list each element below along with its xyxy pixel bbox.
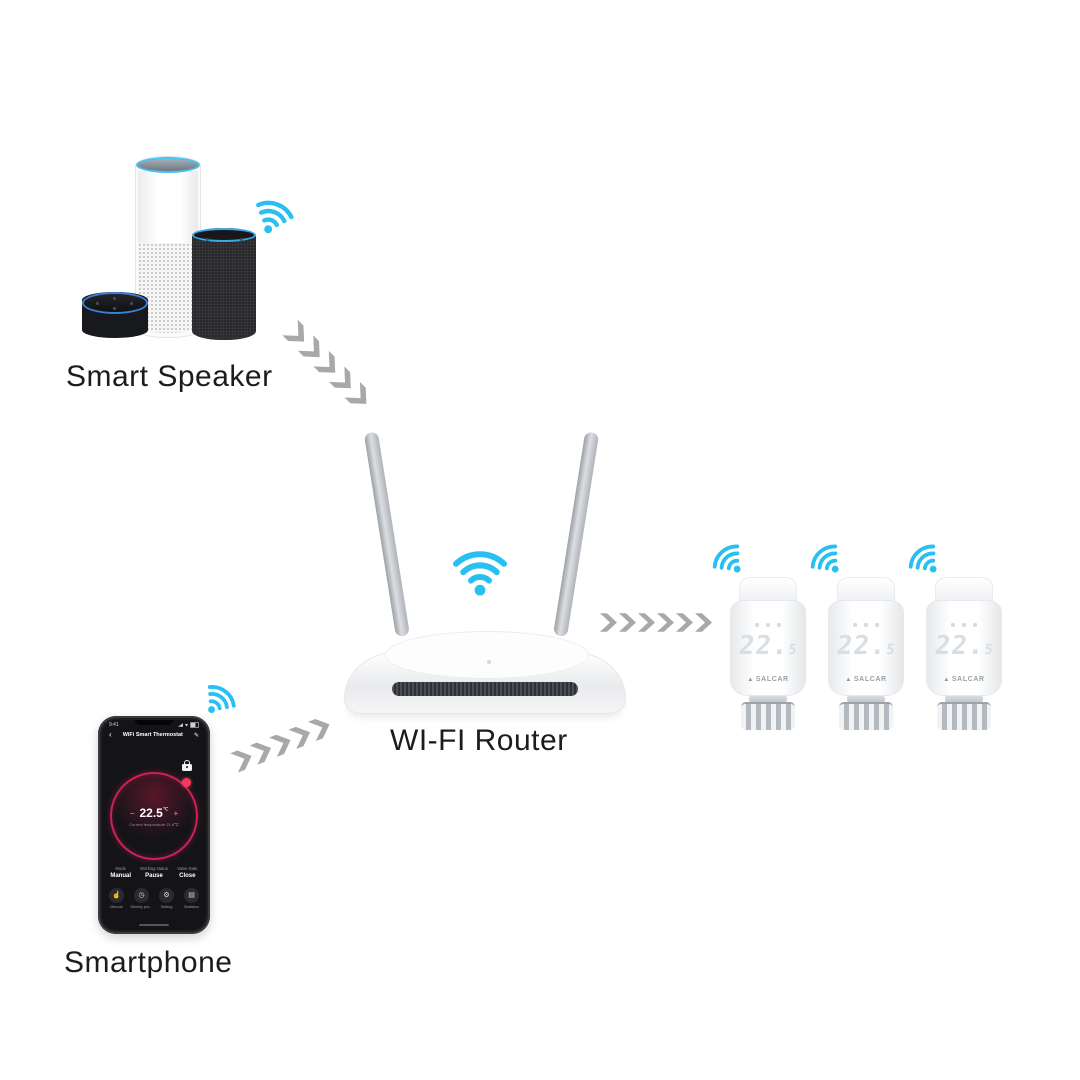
temperature-dial: − 22.5℃ + Current temperature 21.6℃ [110, 772, 198, 860]
valve-display: 22.5 [925, 631, 1003, 661]
valve-indicator-icons [927, 623, 1001, 627]
router-antenna-right [553, 431, 600, 638]
weekly-program-button: ◷ Weekly pro... [129, 888, 154, 909]
brand-logo-icon: ▲ [747, 677, 754, 683]
router-top-panel [385, 631, 589, 679]
valve-body: 22.5 ▲SALCAR [828, 600, 904, 696]
valve-display-value: 22. [736, 631, 791, 661]
wifi-status-icon [184, 723, 189, 727]
valve-nut [839, 702, 893, 730]
battery-icon [190, 722, 199, 728]
gear-icon: ⚙ [159, 888, 174, 903]
echo-mesh [138, 243, 198, 333]
setting-button: ⚙ Setting [154, 888, 179, 909]
target-temp-value: 22.5 [139, 806, 163, 820]
valve-brand: ▲SALCAR [927, 676, 1001, 683]
valve-collar [749, 696, 787, 702]
wifi-icon [800, 533, 854, 587]
status-time: 9:41 [109, 722, 119, 728]
target-temperature: 22.5℃ [140, 804, 169, 822]
smart-speaker-group [80, 150, 275, 350]
app-buttons-row: ☝ Manual ◷ Weekly pro... ⚙ Setting ▤ Sta… [104, 888, 204, 909]
wifi-router [340, 424, 635, 719]
valve-indicator-icons [731, 623, 805, 627]
echo-top-cap [136, 157, 200, 173]
signal-arrows-speaker-to-router [282, 319, 375, 412]
wifi-icon [245, 188, 301, 244]
stat-working-status: Working status Pause [140, 866, 168, 879]
temp-unit: ℃ [162, 806, 169, 813]
smartphone: 9:41 ‹ WiFi Smart Thermostat ✎ − 22.5℃ +… [98, 716, 210, 934]
valve-body: 22.5 ▲SALCAR [730, 600, 806, 696]
valve-display-value: 22. [834, 631, 889, 661]
valve-display: 22.5 [827, 631, 905, 661]
echo-dot-top-cap [82, 292, 148, 314]
home-indicator [139, 923, 169, 926]
echo-fabric-top-cap [192, 228, 256, 242]
valve-collar [847, 696, 885, 702]
decrease-temp-button: − [129, 808, 135, 818]
radiator-valve-2: 22.5 ▲SALCAR [810, 544, 906, 730]
radiator-valve-3: 22.5 ▲SALCAR [908, 544, 1004, 730]
radiator-valve-1: 22.5 ▲SALCAR [712, 544, 808, 730]
brand-name: SALCAR [951, 676, 985, 683]
back-icon: ‹ [109, 730, 112, 739]
valve-cap [837, 577, 895, 603]
brand-logo-icon: ▲ [943, 677, 950, 683]
valve-nut [937, 702, 991, 730]
statistics-button: ▤ Statistics [179, 888, 204, 909]
signal-icon [178, 723, 183, 727]
valve-display-value: 22. [932, 631, 987, 661]
status-row: Mode Manual Working status Pause Valve s… [104, 866, 204, 879]
echo-fabric-speaker [192, 228, 256, 340]
valve-brand: ▲SALCAR [731, 676, 805, 683]
echo-speaker [135, 156, 201, 338]
echo-dot-speaker [82, 292, 148, 338]
phone-status-bar: 9:41 [109, 722, 199, 728]
smart-speaker-label: Smart Speaker [66, 360, 273, 393]
manual-button: ☝ Manual [104, 888, 129, 909]
edit-icon: ✎ [193, 732, 199, 739]
current-temperature-text: Current temperature 21.6℃ [129, 822, 179, 827]
lock-icon [182, 759, 192, 771]
valve-display-decimal: 5 [885, 642, 896, 658]
app-nav-bar: ‹ WiFi Smart Thermostat ✎ [109, 731, 199, 739]
signal-arrows-phone-to-router [230, 714, 334, 773]
clock-icon: ◷ [134, 888, 149, 903]
echo-body [138, 171, 198, 243]
brand-name: SALCAR [755, 676, 789, 683]
app-title: WiFi Smart Thermostat [122, 732, 183, 738]
wifi-icon [898, 533, 952, 587]
router-grille [392, 682, 578, 696]
stat-valve-state: Valve state Close [177, 866, 198, 879]
dial-handle [182, 778, 191, 787]
wifi-icon [192, 673, 245, 726]
valve-indicator-icons [829, 623, 903, 627]
wifi-router-label: WI-FI Router [390, 724, 568, 757]
valve-nut [741, 702, 795, 730]
status-icons [178, 722, 199, 728]
smartphone-label: Smartphone [64, 946, 233, 979]
valve-brand: ▲SALCAR [829, 676, 903, 683]
stat-mode: Mode Manual [110, 866, 131, 879]
phone-notch [135, 720, 173, 725]
hand-icon: ☝ [109, 888, 124, 903]
brand-logo-icon: ▲ [845, 677, 852, 683]
valve-display-decimal: 5 [983, 642, 994, 658]
router-antenna-left [363, 431, 410, 638]
brand-name: SALCAR [853, 676, 887, 683]
wifi-icon [450, 541, 510, 601]
wifi-icon [702, 533, 756, 587]
valve-body: 22.5 ▲SALCAR [926, 600, 1002, 696]
chart-icon: ▤ [184, 888, 199, 903]
valve-display-decimal: 5 [787, 642, 798, 658]
valve-display: 22.5 [729, 631, 807, 661]
valve-collar [945, 696, 983, 702]
increase-temp-button: + [173, 808, 179, 818]
phone-screen: 9:41 ‹ WiFi Smart Thermostat ✎ − 22.5℃ +… [102, 720, 206, 930]
signal-arrows-router-to-valves [600, 611, 712, 634]
